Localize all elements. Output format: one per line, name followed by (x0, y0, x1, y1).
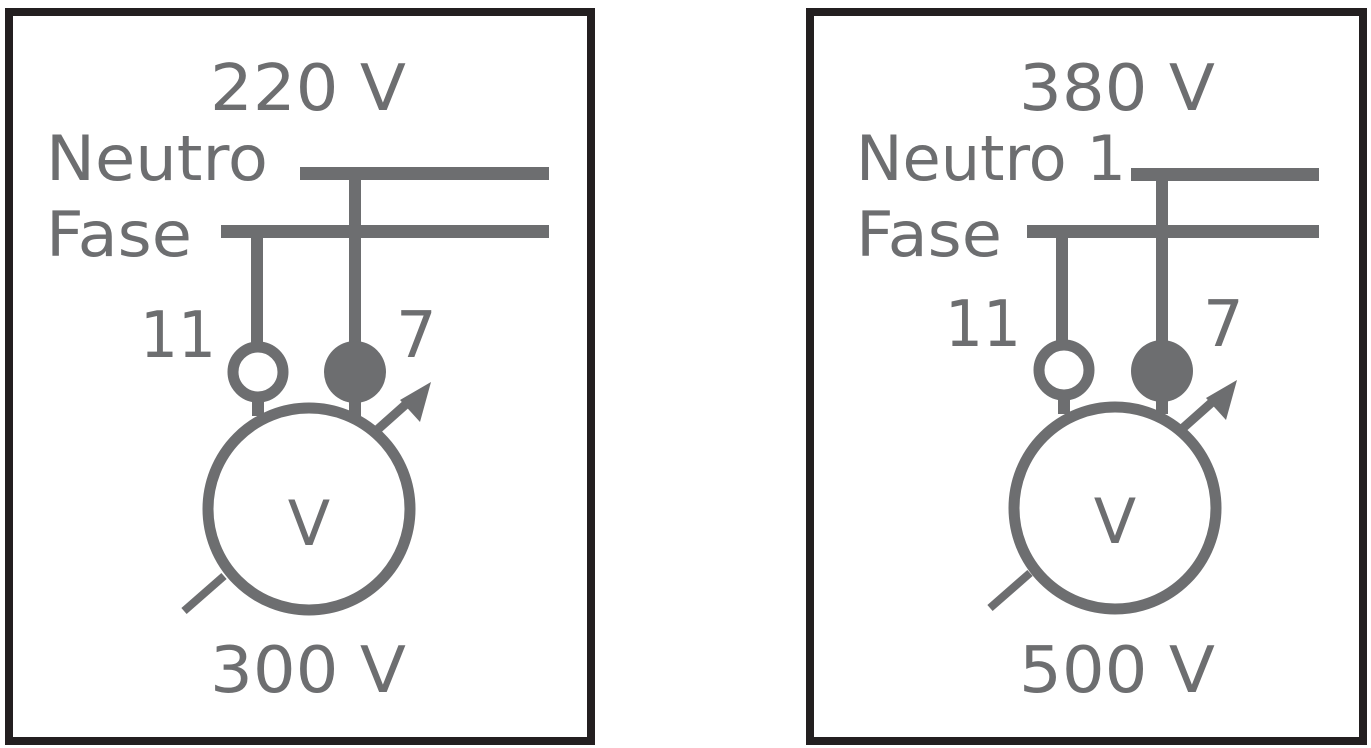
neutral-line (1131, 168, 1319, 181)
left-diagram: 220 V Neutro Fase 11 7 V 300 V (46, 52, 549, 708)
adjust-tail-line (181, 572, 227, 615)
adjust-tail-line (987, 569, 1033, 612)
phase-line-label: Fase (856, 198, 1002, 271)
meter-range-label: 300 V (210, 634, 406, 708)
voltmeter-circle-icon (1008, 401, 1222, 615)
adjust-arrow-head-icon (400, 382, 431, 422)
phase-drop-wire (1056, 225, 1068, 347)
phase-line (221, 225, 549, 238)
neutral-line-label: Neutro (46, 122, 268, 195)
supply-voltage-label: 380 V (1019, 52, 1215, 126)
voltmeter-circle-icon (202, 402, 416, 616)
terminal-11-label: 11 (140, 299, 216, 373)
voltmeter-symbol: V (288, 487, 330, 560)
supply-voltage-label: 220 V (210, 52, 406, 126)
terminal-7-label: 7 (1203, 288, 1244, 362)
terminal-11-stub (252, 396, 264, 416)
terminal-7-filled-circle-icon (324, 341, 386, 403)
neutral-line-label: Neutro 1 (856, 122, 1126, 195)
right-diagram: 380 V Neutro 1 Fase 11 7 V 500 V (856, 52, 1319, 708)
phase-line (1027, 225, 1319, 238)
terminal-11-stub (1058, 394, 1070, 414)
terminal-11-label: 11 (945, 288, 1021, 362)
phase-drop-wire (251, 225, 263, 347)
neutral-line (300, 167, 549, 180)
adjust-arrow-head-icon (1206, 380, 1237, 420)
diagram-panel-220v (5, 8, 595, 745)
voltmeter-symbol: V (1094, 485, 1136, 558)
terminal-11-open-circle-icon (227, 341, 289, 403)
terminal-7-label: 7 (396, 299, 437, 373)
neutral-drop-wire (349, 167, 361, 347)
terminal-7-filled-circle-icon (1131, 340, 1193, 402)
meter-range-label: 500 V (1019, 634, 1215, 708)
neutral-drop-wire (1156, 168, 1168, 346)
terminal-7-stub (1156, 398, 1168, 414)
phase-line-label: Fase (46, 198, 192, 271)
terminal-11-open-circle-icon (1033, 339, 1095, 401)
